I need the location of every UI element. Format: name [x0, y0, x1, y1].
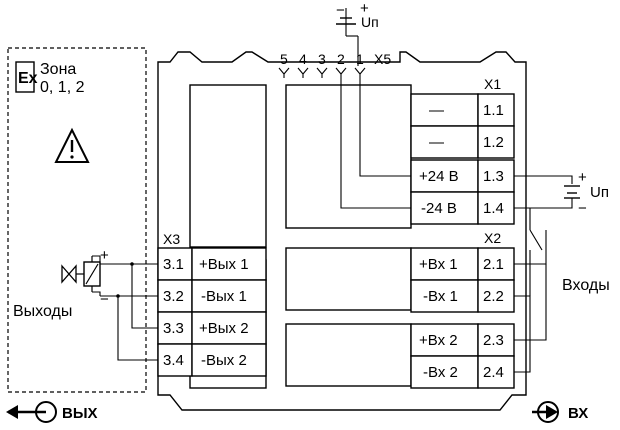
wire-x5-1-to-1-3 — [359, 74, 411, 177]
wire-x5-2-to-1-4 — [340, 74, 411, 209]
x3-row-3-label: +Вых 2 — [199, 320, 249, 337]
x2-row-2-label: -Вх 1 — [423, 288, 458, 305]
x3-row-2-label: -Вых 1 — [201, 288, 247, 305]
x2-row-1-label: +Вх 1 — [419, 256, 458, 273]
x5-pins: 5 4 3 2 1 X5 — [278, 51, 391, 78]
x1-row-2-pin: 1.2 — [483, 134, 504, 151]
x2-row-2-pin: 2.2 — [483, 288, 504, 305]
x1-row-1-pin: 1.1 — [483, 102, 504, 119]
output-minus: − — [100, 291, 109, 308]
top-supply-plus: + — [360, 0, 369, 17]
input-supply: + − Uп — [514, 169, 609, 217]
x1-panel — [285, 84, 412, 229]
ex-mark-box — [15, 61, 35, 93]
x1-terminal-block: — 1.1 — 1.2 +24 В 1.3 -24 В 1.4 — [410, 93, 515, 225]
x1-row-2-label: — — [429, 134, 444, 151]
x3-row-3-pin: 3.3 — [163, 320, 184, 337]
in-arrow-label: ВХ — [568, 405, 588, 422]
x3-label: X3 — [163, 231, 180, 247]
zone-label: Зона — [40, 61, 76, 78]
x1-row-3-pin: 1.3 — [483, 168, 504, 185]
x3-terminal-block: 3.1 +Вых 1 3.2 -Вых 1 3.3 +Вых 2 3.4 -Вы… — [157, 247, 267, 377]
x5-pin-1: 1 — [356, 51, 364, 67]
x3-row-1-label: +Вых 1 — [199, 256, 249, 273]
device-housing — [157, 51, 527, 411]
ex-mark: Ex — [18, 70, 38, 87]
x1-row-3-label: +24 В — [419, 168, 459, 185]
x5-pin-3: 3 — [318, 51, 326, 67]
input-supply-minus: − — [578, 200, 587, 217]
x2-row-3-label: +Вх 2 — [419, 332, 458, 349]
arrow-out-icon — [6, 401, 57, 423]
top-supply: − + Uп — [336, 0, 379, 66]
left-inner-panel — [189, 84, 267, 248]
top-supply-minus: − — [336, 2, 345, 19]
x5-pin-2: 2 — [337, 51, 345, 67]
x5-label: X5 — [374, 51, 391, 67]
out-arrow-label: ВЫХ — [62, 405, 98, 422]
inputs-label: Входы — [562, 277, 610, 294]
wire-input-minus-bus — [514, 295, 531, 373]
output-plus: + — [100, 247, 109, 264]
x2-row-4-label: -Вх 2 — [423, 364, 458, 381]
x5-pin-4: 4 — [299, 51, 307, 67]
x1-row-4-label: -24 В — [421, 200, 457, 217]
x2-terminal-block: +Вх 1 2.1 -Вх 1 2.2 +Вх 2 2.3 -Вх 2 2.4 — [410, 247, 515, 389]
input-supply-plus: + — [578, 169, 587, 186]
top-supply-label: Uп — [361, 14, 379, 30]
hazard-zone-border — [7, 47, 147, 393]
arrow-in-icon — [532, 401, 559, 423]
switch-icon — [514, 208, 547, 341]
x2-panel-upper — [285, 247, 412, 311]
x5-pin-5: 5 — [280, 51, 288, 67]
x2-row-3-pin: 2.3 — [483, 332, 504, 349]
hazard-zone: Ex Зона 0, 1, 2 Выходы — [7, 47, 147, 393]
x2-panel-lower — [285, 323, 412, 387]
x1-row-1-label: — — [429, 102, 444, 119]
x1-label: X1 — [484, 76, 501, 92]
input-supply-label: Uп — [590, 184, 609, 201]
zone-values: 0, 1, 2 — [40, 79, 85, 96]
x3-row-4-label: -Вых 2 — [201, 352, 247, 369]
x3-row-2-pin: 3.2 — [163, 288, 184, 305]
x2-row-1-pin: 2.1 — [483, 256, 504, 273]
x1-row-4-pin: 1.4 — [483, 200, 504, 217]
valve-icon — [61, 255, 101, 296]
x3-row-4-pin: 3.4 — [163, 352, 184, 369]
x2-row-4-pin: 2.4 — [483, 364, 504, 381]
warning-triangle-icon — [54, 127, 90, 163]
x3-row-1-pin: 3.1 — [163, 256, 184, 273]
x2-label: X2 — [484, 230, 501, 246]
output-wiring: + − — [100, 247, 158, 361]
outputs-label: Выходы — [13, 303, 72, 320]
